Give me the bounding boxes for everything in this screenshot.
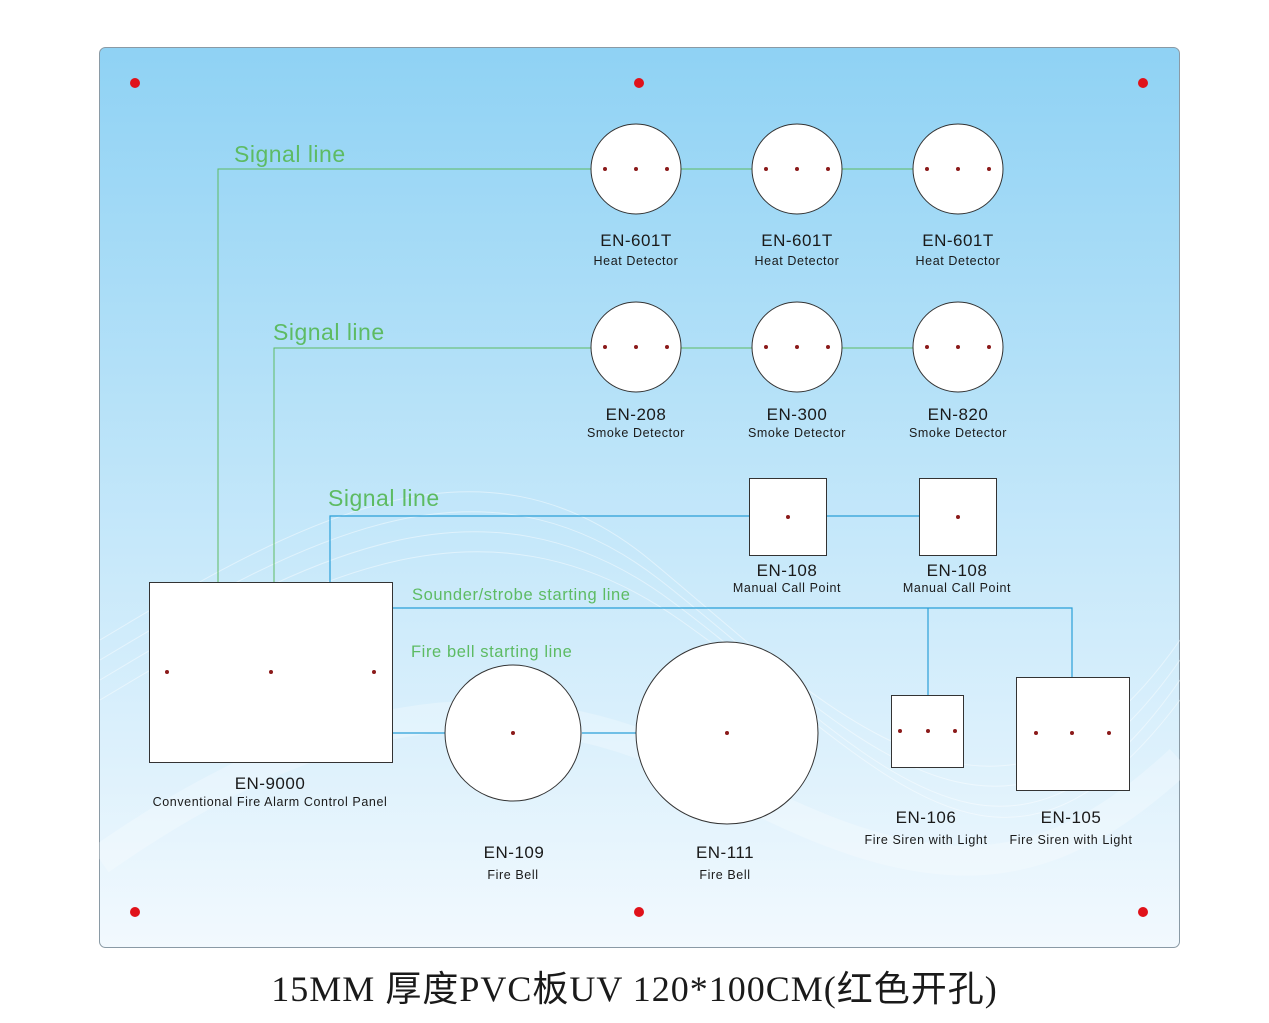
svg-text:Fire Bell: Fire Bell — [699, 868, 750, 882]
svg-text:Manual Call Point: Manual Call Point — [733, 581, 841, 595]
svg-text:Conventional Fire Alarm Contro: Conventional Fire Alarm Control Panel — [153, 795, 388, 809]
heat-detector-3: EN-601T Heat Detector — [912, 123, 1004, 268]
svg-text:EN-108: EN-108 — [927, 561, 988, 580]
svg-text:EN-111: EN-111 — [696, 843, 754, 862]
signal-line-label-2: Signal line — [273, 319, 385, 345]
svg-text:EN-109: EN-109 — [484, 843, 545, 862]
board-spec-caption: 15MM 厚度PVC板UV 120*100CM(红色开孔) — [271, 969, 998, 1009]
svg-text:Heat Detector: Heat Detector — [916, 254, 1001, 268]
signal-line-label-3: Signal line — [328, 485, 440, 511]
svg-text:Heat Detector: Heat Detector — [594, 254, 679, 268]
svg-text:EN-106: EN-106 — [896, 808, 957, 827]
svg-text:Manual Call Point: Manual Call Point — [903, 581, 1011, 595]
svg-text:Smoke Detector: Smoke Detector — [748, 426, 846, 440]
svg-text:EN-601T: EN-601T — [922, 231, 994, 250]
sounder-line-label: Sounder/strobe starting line — [412, 586, 631, 604]
svg-text:Smoke Detector: Smoke Detector — [587, 426, 685, 440]
svg-text:EN-105: EN-105 — [1041, 808, 1102, 827]
svg-text:EN-300: EN-300 — [767, 405, 828, 424]
svg-text:Smoke Detector: Smoke Detector — [909, 426, 1007, 440]
heat-detector-2: EN-601T Heat Detector — [751, 123, 843, 268]
signal-wires — [217, 168, 1073, 734]
svg-text:Fire Siren with Light: Fire Siren with Light — [1009, 833, 1132, 847]
svg-text:EN-601T: EN-601T — [761, 231, 833, 250]
heat-detector-1: EN-601T Heat Detector — [590, 123, 682, 268]
svg-text:EN-208: EN-208 — [606, 405, 667, 424]
signal-line-label-1: Signal line — [234, 141, 346, 167]
svg-text:Fire Siren with Light: Fire Siren with Light — [864, 833, 987, 847]
svg-text:Heat Detector: Heat Detector — [755, 254, 840, 268]
svg-text:EN-820: EN-820 — [928, 405, 989, 424]
svg-text:Fire Bell: Fire Bell — [487, 868, 538, 882]
svg-text:EN-108: EN-108 — [757, 561, 818, 580]
svg-text:EN-9000: EN-9000 — [235, 774, 306, 793]
svg-text:EN-601T: EN-601T — [600, 231, 672, 250]
firebell-line-label: Fire bell starting line — [411, 643, 572, 661]
mounting-holes — [130, 78, 1148, 917]
